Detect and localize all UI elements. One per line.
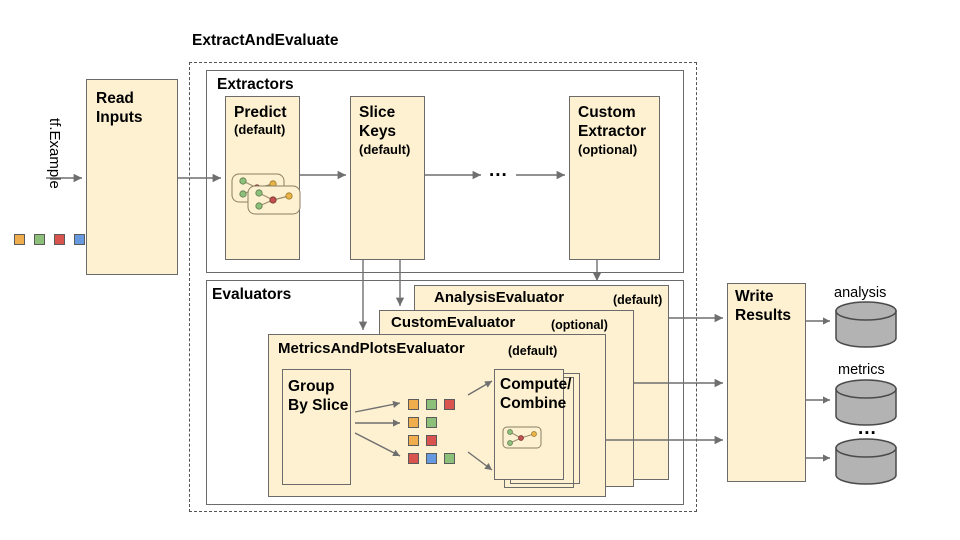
predict-subtitle: (default): [234, 122, 286, 137]
more-stores-label: ...: [858, 418, 877, 439]
read-inputs-node[interactable]: [86, 79, 178, 275]
group-by-slice-label-line1: Group: [288, 378, 335, 395]
analysis-evaluator-subtitle: (default): [613, 293, 663, 307]
analysis-store-label: analysis: [834, 285, 887, 301]
custom-extractor-title-line1: Custom: [578, 104, 636, 121]
slice-swatch-r3c2: [426, 435, 437, 446]
slice-keys-title-line2: Keys: [359, 123, 397, 140]
metrics-and-plots-evaluator-subtitle: (default): [508, 344, 558, 358]
compute-combine-label-line2: Combine: [500, 395, 567, 412]
input-label: tf.Example: [46, 118, 63, 189]
slice-swatch-r4c2: [426, 453, 437, 464]
extractors-group: [206, 70, 684, 273]
compute-combine-label-line1: Compute/: [500, 376, 572, 393]
evaluators-group: [206, 280, 684, 505]
compute-combine-node[interactable]: [494, 369, 564, 480]
more-store-cylinder: [835, 438, 897, 485]
slice-swatch-r3c1: [408, 435, 419, 446]
slice-keys-subtitle: (default): [359, 142, 411, 157]
metrics-and-plots-evaluator-title: MetricsAndPlotsEvaluator: [278, 340, 465, 357]
metrics-store-label: metrics: [838, 362, 885, 378]
extract-and-evaluate-title: ExtractAndEvaluate: [192, 32, 339, 49]
custom-extractor-subtitle: (optional): [578, 142, 638, 157]
group-by-slice-node[interactable]: [282, 369, 351, 485]
extract-and-evaluate-container: [189, 62, 697, 512]
input-swatch-blue: [74, 234, 85, 245]
custom-extractor-title-line2: Extractor: [578, 123, 647, 140]
slice-swatch-r1c1: [408, 399, 419, 410]
slice-keys-title-line1: Slice: [359, 104, 396, 121]
input-swatch-red: [54, 234, 65, 245]
input-swatch-green: [34, 234, 45, 245]
slice-swatch-r1c2: [426, 399, 437, 410]
custom-evaluator-subtitle: (optional): [551, 318, 608, 332]
extractors-ellipsis: ...: [489, 160, 508, 181]
slice-swatch-r2c2: [426, 417, 437, 428]
evaluators-group-label: Evaluators: [212, 286, 292, 303]
analysis-store-cylinder: [835, 301, 897, 348]
analysis-evaluator-title: AnalysisEvaluator: [434, 289, 565, 306]
read-inputs-label-line2: Inputs: [96, 109, 143, 126]
write-results-node[interactable]: [727, 283, 806, 482]
group-by-slice-label-line2: By Slice: [288, 397, 349, 414]
slice-swatch-r2c1: [408, 417, 419, 428]
custom-evaluator-title: CustomEvaluator: [391, 314, 516, 331]
custom-extractor-node[interactable]: [569, 96, 660, 260]
input-swatch-orange: [14, 234, 25, 245]
write-results-label-line2: Results: [735, 307, 791, 324]
extractors-group-label: Extractors: [217, 76, 294, 93]
slice-swatch-r4c1: [408, 453, 419, 464]
slice-swatch-r4c3: [444, 453, 455, 464]
slice-keys-node[interactable]: [350, 96, 425, 260]
predict-title: Predict: [234, 104, 287, 121]
slice-swatch-r1c3: [444, 399, 455, 410]
read-inputs-label-line1: Read: [96, 90, 134, 107]
write-results-label-line1: Write: [735, 288, 774, 305]
